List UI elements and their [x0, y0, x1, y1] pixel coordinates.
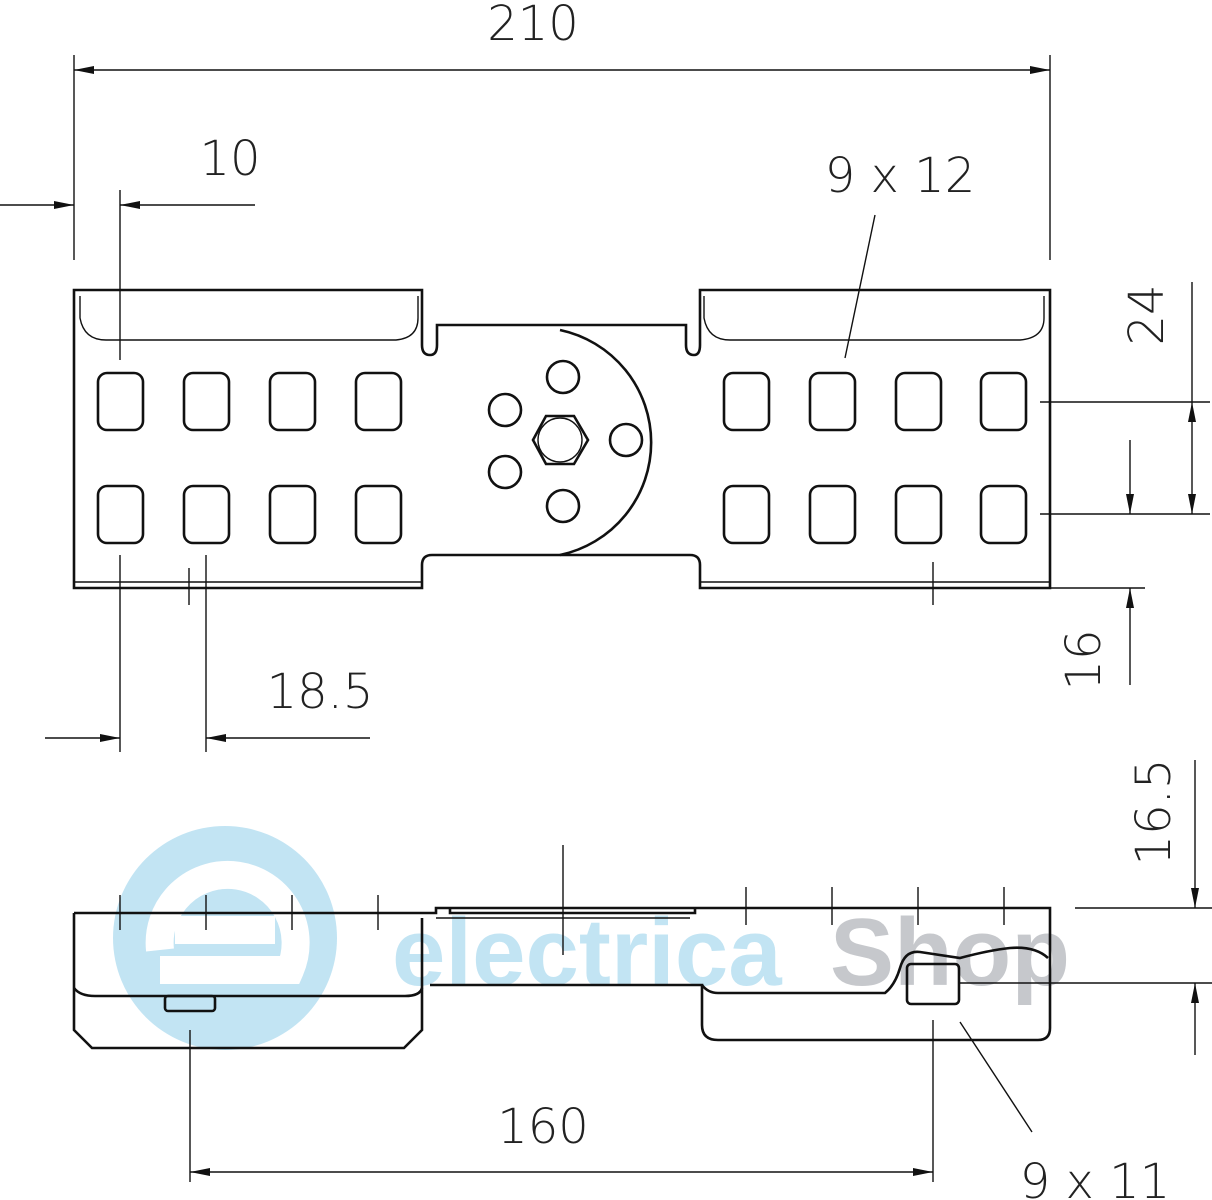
dim-hole-size-top: 9 x 12: [825, 148, 976, 204]
dim-hole-pitch: 18.5: [267, 664, 374, 720]
dim-row-to-edge: 16: [1056, 629, 1112, 690]
side-view: [72, 845, 1052, 1050]
watermark: electrica Shop: [113, 826, 1070, 1050]
dim-row-spacing: 24: [1119, 284, 1175, 345]
dim-overall-length: 210: [487, 0, 579, 52]
watermark-text-shop: Shop: [830, 899, 1070, 1006]
hole-grid: [96, 371, 1028, 545]
watermark-text-electrica: electrica: [392, 899, 782, 1006]
hex-nut-icon: [531, 414, 590, 466]
bolt-circle: [487, 359, 644, 524]
dim-hole-size-side: 9 x 11: [1020, 1154, 1171, 1200]
dim-height: 16.5: [1126, 759, 1182, 866]
dim-hole-center-span: 160: [497, 1099, 589, 1155]
dimension-lines: [0, 55, 1212, 1182]
top-view: [72, 288, 1052, 605]
dim-edge-to-hole: 10: [199, 131, 260, 187]
